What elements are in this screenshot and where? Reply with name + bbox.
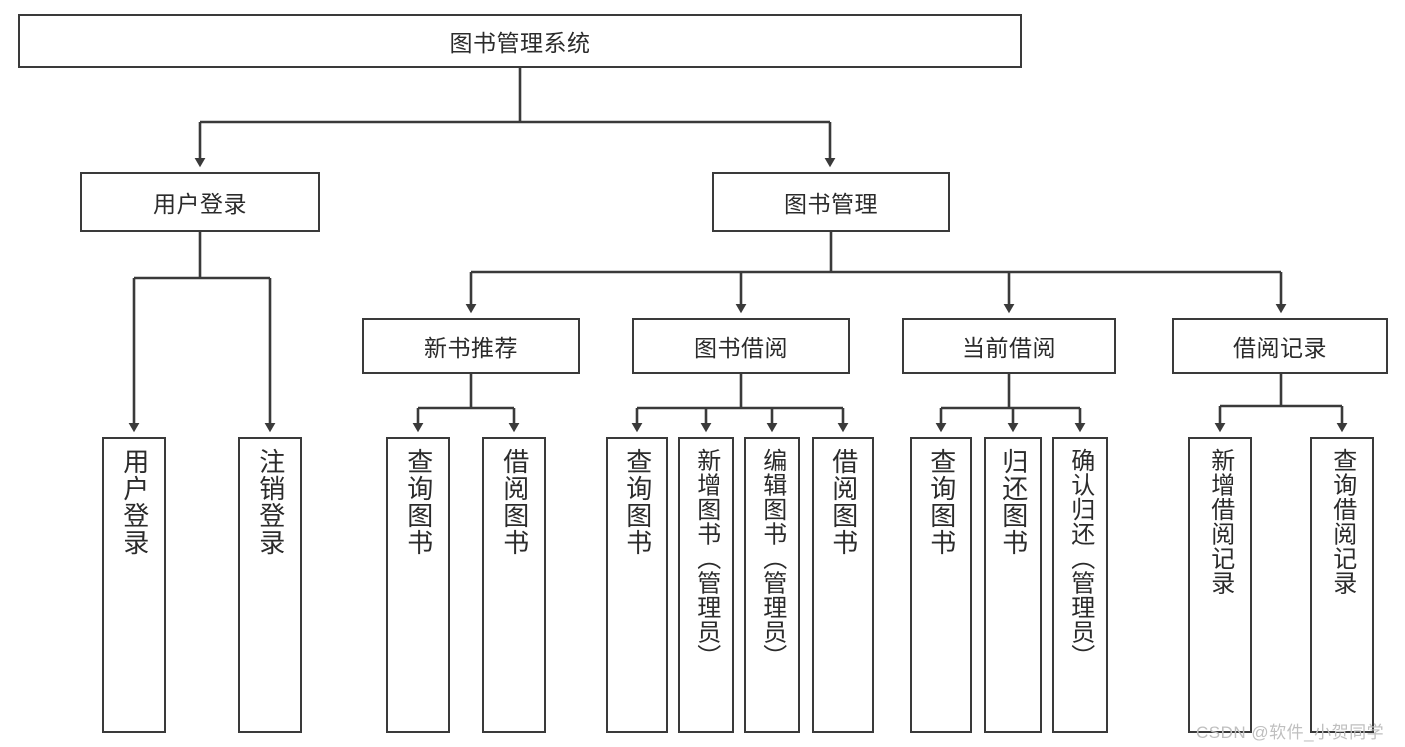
node-root[interactable]: 图书管理系统 xyxy=(18,14,1022,68)
node-level3-current-borrow[interactable]: 当前借阅 xyxy=(902,318,1116,374)
node-level3-borrow-record[interactable]: 借阅记录 xyxy=(1172,318,1388,374)
node-level3-book-borrow[interactable]: 图书借阅 xyxy=(632,318,850,374)
node-label: 查询图书 xyxy=(926,448,957,556)
leaf-add-book-admin[interactable]: 新增图书（管理员） xyxy=(678,437,734,733)
node-label: 用户登录 xyxy=(119,448,150,556)
node-level2-user-login[interactable]: 用户登录 xyxy=(80,172,320,232)
node-label: 当前借阅 xyxy=(962,335,1056,361)
node-label: 新增借阅记录 xyxy=(1206,448,1234,595)
node-label: 查询图书 xyxy=(403,448,434,556)
leaf-user-login[interactable]: 用户登录 xyxy=(102,437,166,733)
node-label: 借阅记录 xyxy=(1233,335,1327,361)
node-label: 借阅图书 xyxy=(828,448,859,556)
node-label: 图书借阅 xyxy=(694,335,788,361)
leaf-query-book-current[interactable]: 查询图书 xyxy=(910,437,972,733)
node-label: 新增图书（管理员） xyxy=(692,448,720,669)
leaf-query-book-borrow[interactable]: 查询图书 xyxy=(606,437,668,733)
leaf-logout[interactable]: 注销登录 xyxy=(238,437,302,733)
leaf-query-borrow-record[interactable]: 查询借阅记录 xyxy=(1310,437,1374,733)
leaf-add-borrow-record[interactable]: 新增借阅记录 xyxy=(1188,437,1252,733)
node-label: 归还图书 xyxy=(998,448,1029,556)
node-level3-new-book-recommend[interactable]: 新书推荐 xyxy=(362,318,580,374)
node-label: 查询图书 xyxy=(622,448,653,556)
leaf-edit-book-admin[interactable]: 编辑图书（管理员） xyxy=(744,437,800,733)
leaf-query-book-recommend[interactable]: 查询图书 xyxy=(386,437,450,733)
node-label: 查询借阅记录 xyxy=(1328,448,1356,595)
leaf-return-book[interactable]: 归还图书 xyxy=(984,437,1042,733)
leaf-confirm-return-admin[interactable]: 确认归还（管理员） xyxy=(1052,437,1108,733)
node-label: 借阅图书 xyxy=(499,448,530,556)
node-label: 新书推荐 xyxy=(424,335,518,361)
node-level2-book-management[interactable]: 图书管理 xyxy=(712,172,950,232)
node-label: 图书管理系统 xyxy=(449,30,591,56)
node-label: 注销登录 xyxy=(255,448,286,556)
node-label: 编辑图书（管理员） xyxy=(758,448,786,669)
node-label: 图书管理 xyxy=(784,191,878,217)
leaf-borrow-book-recommend[interactable]: 借阅图书 xyxy=(482,437,546,733)
csdn-watermark: CSDN @软件_小贺同学 xyxy=(1196,723,1385,742)
leaf-borrow-book[interactable]: 借阅图书 xyxy=(812,437,874,733)
node-label: 用户登录 xyxy=(153,191,247,217)
node-label: 确认归还（管理员） xyxy=(1066,448,1094,669)
